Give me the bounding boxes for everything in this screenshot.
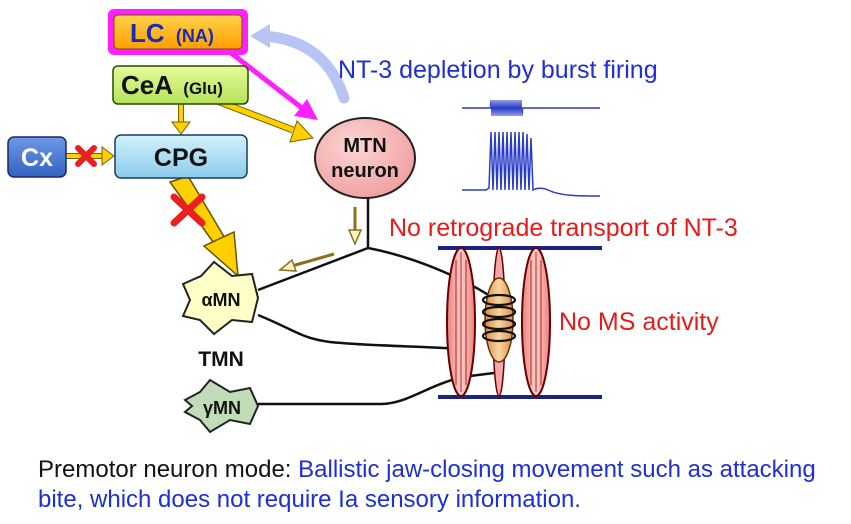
caption: Premotor neuron mode: Ballistic jaw-clos…: [38, 455, 843, 515]
mtn-label-line2: neuron: [331, 160, 399, 182]
cpg-label: CPG: [154, 144, 208, 172]
no-retrograde-label: No retrograde transport of NT-3: [389, 214, 738, 242]
to-alphamn-small-arrow: [278, 252, 335, 272]
cea-node: CeA (Glu): [112, 65, 249, 105]
muscle-group: [438, 246, 602, 399]
nt3-depletion-label: NT-3 depletion by burst firing: [338, 56, 658, 84]
alpha-mn-label: αMN: [201, 290, 240, 310]
tmn-label: TMN: [198, 348, 244, 371]
no-ms-activity-label: No MS activity: [559, 308, 719, 336]
cpg-to-alphamn-arrow: [168, 175, 239, 278]
lc-label: LC: [130, 18, 165, 48]
svg-text:LC (NA): LC (NA): [130, 18, 214, 48]
cpg-node: CPG: [114, 134, 248, 179]
gamma-mn-label: γMN: [203, 398, 241, 418]
gamma-mn-node: γMN: [183, 378, 260, 434]
lc-to-mtn-arrow: [220, 44, 318, 120]
burst-trace-bottom: [462, 131, 601, 197]
mtn-down-arrow: [347, 207, 363, 246]
caption-text: Ballistic jaw-closing movement such as a…: [38, 456, 816, 513]
cx-node: Cx: [7, 136, 67, 178]
caption-lead: Premotor neuron mode:: [38, 456, 299, 483]
mtn-label-line1: MTN: [343, 135, 386, 157]
svg-text:CeA (Glu): CeA (Glu): [121, 70, 223, 100]
lc-node: LC (NA): [108, 9, 248, 55]
cea-label: CeA: [121, 70, 173, 100]
lc-sublabel: (NA): [176, 26, 214, 46]
cross-icon: [75, 145, 97, 167]
cea-sublabel: (Glu): [183, 79, 223, 98]
mtn-node: MTN neuron: [314, 117, 416, 199]
cross-icon: [170, 193, 206, 227]
cea-to-cpg-arrow: [171, 104, 191, 135]
burst-trace-top: [462, 99, 600, 117]
cx-label: Cx: [21, 144, 53, 172]
feedback-curved-arrow: [250, 24, 350, 104]
alpha-mn-node: αMN: [181, 260, 260, 336]
